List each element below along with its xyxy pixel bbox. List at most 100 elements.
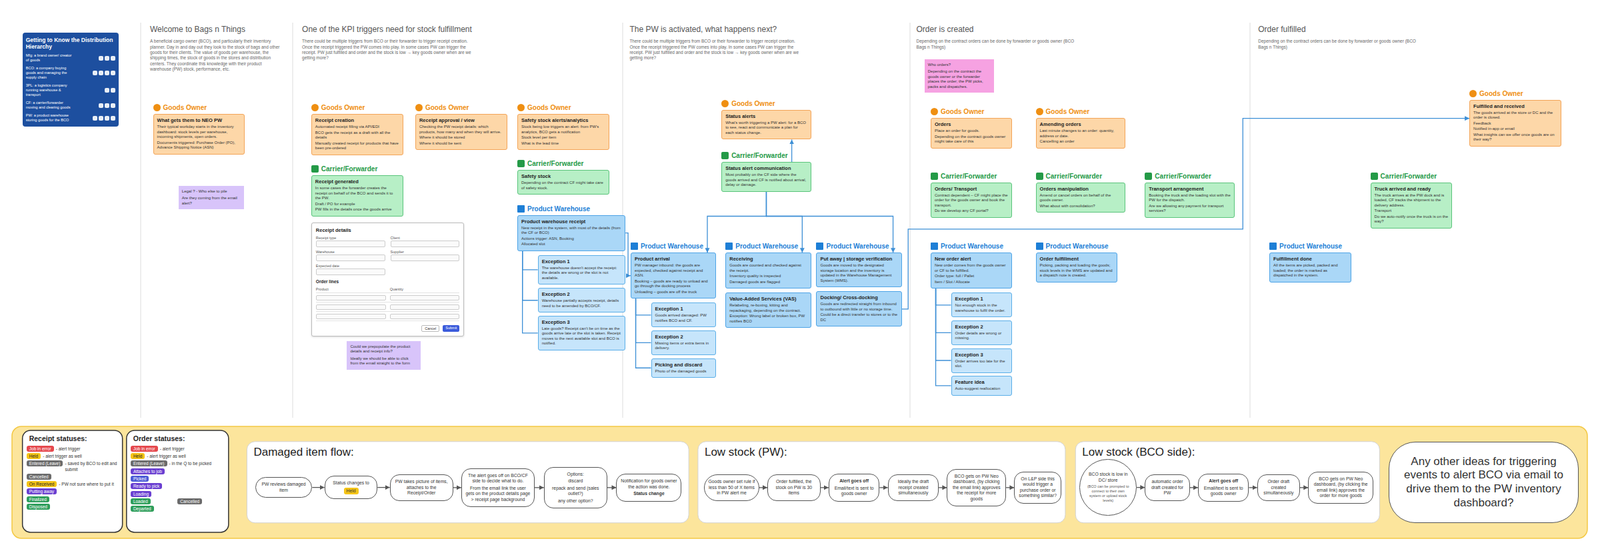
role-icon — [153, 104, 161, 112]
card-body: Missing items or extra items in delivery… — [655, 341, 713, 352]
card-box: Exception 2Missing items or extra items … — [651, 330, 717, 356]
status-row: Attaches to job — [130, 468, 227, 475]
panel-title: Low stock (BCO side): — [1082, 446, 1373, 460]
card-title: Truck arrived and ready — [1374, 186, 1448, 192]
card-body: The goods arrived at the store or DC and… — [1473, 110, 1558, 121]
flow-step: PW reviews damaged item — [255, 477, 313, 498]
hierarchy-card: Getting to Know the Distribution Hierarc… — [22, 32, 119, 127]
card-body: Unloading – goods are off the truck — [634, 290, 713, 296]
card-body: Order details are wrong or missing. — [955, 331, 1009, 342]
card-title: Receipt approval / view — [419, 117, 504, 124]
flow-step: Alert goes offEmail/text is sent to good… — [828, 474, 880, 502]
exception-box: Exception 2Order details are wrong or mi… — [951, 320, 1013, 346]
carrier-card: Carrier/ForwarderSafety stockDepending o… — [517, 158, 610, 195]
status-pill: Putting away — [26, 488, 57, 495]
step-text: The alert goes off on BCO/CF side to dec… — [465, 473, 531, 485]
connector — [636, 298, 652, 343]
column-intro: Depending on the contract orders can be … — [916, 38, 1080, 50]
card-box: Exception 2Warehouse partially accepts r… — [538, 288, 626, 313]
role-icon — [1036, 172, 1044, 180]
goods-owner-card: Goods OwnerReceipt creationAutomated rec… — [311, 102, 404, 156]
icon — [98, 116, 104, 121]
role-header: Goods Owner — [311, 104, 366, 112]
card-box: Exception 2Order details are wrong or mi… — [951, 320, 1013, 346]
status-row: Departed — [130, 506, 227, 512]
card-title: Product arrival — [634, 256, 713, 262]
connector — [453, 487, 462, 488]
card-body: Where it should be stored — [419, 135, 504, 141]
role-header: Product Warehouse — [517, 205, 590, 213]
exception-box: Exception 3Late goods? Receipt can't be … — [538, 316, 626, 351]
card-body: Photo of the damaged goods — [655, 369, 713, 375]
status-pill: Entered (Leave) — [26, 460, 64, 467]
icon — [98, 56, 104, 61]
card-box: Fulfilled and receivedThe goods arrived … — [1469, 100, 1562, 147]
flow-step: PW takes picture of items, attaches to t… — [390, 474, 454, 501]
column-title: Order fulfilled — [1258, 24, 1462, 34]
card-body: Actions trigger: ASN, Booking — [521, 236, 622, 242]
card-title: Safety stock alerts/analytics — [521, 117, 606, 124]
exception-box: Exception 1Not enough stock in the wareh… — [951, 292, 1013, 318]
card-box: Exception 3Late goods? Receipt can't be … — [538, 316, 626, 351]
exception-box: Exception 1The warehouse doesn't accept … — [538, 255, 626, 286]
exception-box: Exception 1Goods arrived damaged: PW not… — [651, 302, 717, 328]
icon-strip — [92, 116, 116, 121]
step-text: Alert goes off — [839, 478, 869, 484]
status-pill: Held — [130, 453, 145, 460]
status-row: Loaded — [130, 498, 174, 505]
status-pill: Cancelled — [177, 498, 202, 505]
warehouse-card: Product WarehouseProduct arrivalPW manag… — [630, 240, 717, 299]
panel-outline — [126, 430, 229, 533]
flow-step: The alert goes off on BCO/CF side to dec… — [461, 468, 535, 508]
status-pill: Attaches to job — [130, 468, 165, 475]
form-field: Warehouse — [316, 250, 386, 262]
card-title: Value-Added Services (VAS) — [729, 296, 808, 302]
connector — [791, 139, 792, 162]
carrier-card: Carrier/ForwarderStatus alert communicat… — [721, 150, 812, 192]
step-text: Status change — [633, 491, 664, 497]
warehouse-card: Product WarehouseReceivingGoods are coun… — [725, 240, 812, 289]
field-label: Warehouse — [316, 250, 386, 254]
role-header: Goods Owner — [1469, 90, 1524, 98]
card-title: Orders/ Transport — [934, 186, 1008, 192]
warehouse-card: Product WarehousePut away | storage veri… — [816, 240, 902, 288]
exception-box: Exception 2Missing items or extra items … — [651, 330, 717, 356]
form-field: Receipt type — [316, 236, 386, 248]
role-label: Product Warehouse — [735, 242, 798, 250]
card-box: Exception 1Not enough stock in the wareh… — [951, 292, 1013, 318]
role-label: Carrier/Forwarder — [940, 172, 997, 180]
status-note: - alert trigger as well — [146, 453, 186, 460]
status-pill: Loading — [130, 491, 152, 498]
card-body: Inventory quality is inspected — [729, 274, 808, 280]
column-title: The PW is activated, what happens next? — [629, 24, 895, 34]
card-body: Picking, packing and loading the goods; … — [1040, 263, 1114, 279]
card-title: Feature idea — [955, 379, 1009, 386]
flow-step: Notification for goods owner the action … — [616, 474, 682, 502]
card-box: What gets them to NEO PWTheir typical wo… — [153, 114, 246, 155]
card-title: Exception 1 — [955, 296, 1009, 302]
step-text: Status changes to — [332, 480, 369, 486]
connector — [759, 487, 768, 488]
card-box: Orders/ TransportContract dependent – CF… — [930, 182, 1012, 218]
connector — [377, 487, 390, 488]
button: Cancel — [421, 325, 440, 332]
role-header: Product Warehouse — [816, 242, 889, 250]
card-body: Transport — [1374, 208, 1448, 214]
role-icon — [517, 160, 525, 168]
role-label: Goods Owner — [1046, 108, 1090, 116]
card-box: ReceivingGoods are counted and checked a… — [725, 252, 812, 289]
hierarchy-text: 3PL: a logistics company running warehou… — [26, 83, 74, 98]
flow-panel: Low stock (PW):Goods owner set rule if l… — [698, 442, 1066, 524]
hierarchy-text: Mfg: a brand owner/ creator of goods — [26, 53, 74, 63]
card-body: Auto-suggest reallocation — [955, 386, 1009, 392]
step-text: any other option? — [558, 498, 594, 504]
card-body: Late goods? Receipt can't be on time as … — [542, 326, 622, 347]
sticky-note: Who orders?Depending on the contract the… — [924, 59, 994, 94]
exception-box: Feature ideaAuto-suggest reallocation — [951, 376, 1013, 396]
status-row: Job in error- alert trigger — [130, 446, 227, 452]
flow-step-circle: BCO stock is low in DC/ store(BCO can be… — [1079, 459, 1137, 517]
flow-panel: Receipt statuses:Job in error- alert tri… — [22, 430, 123, 533]
role-header: Product Warehouse — [630, 242, 704, 250]
separator — [292, 22, 294, 418]
flow-panel: Order statuses:Job in error- alert trigg… — [126, 430, 229, 533]
